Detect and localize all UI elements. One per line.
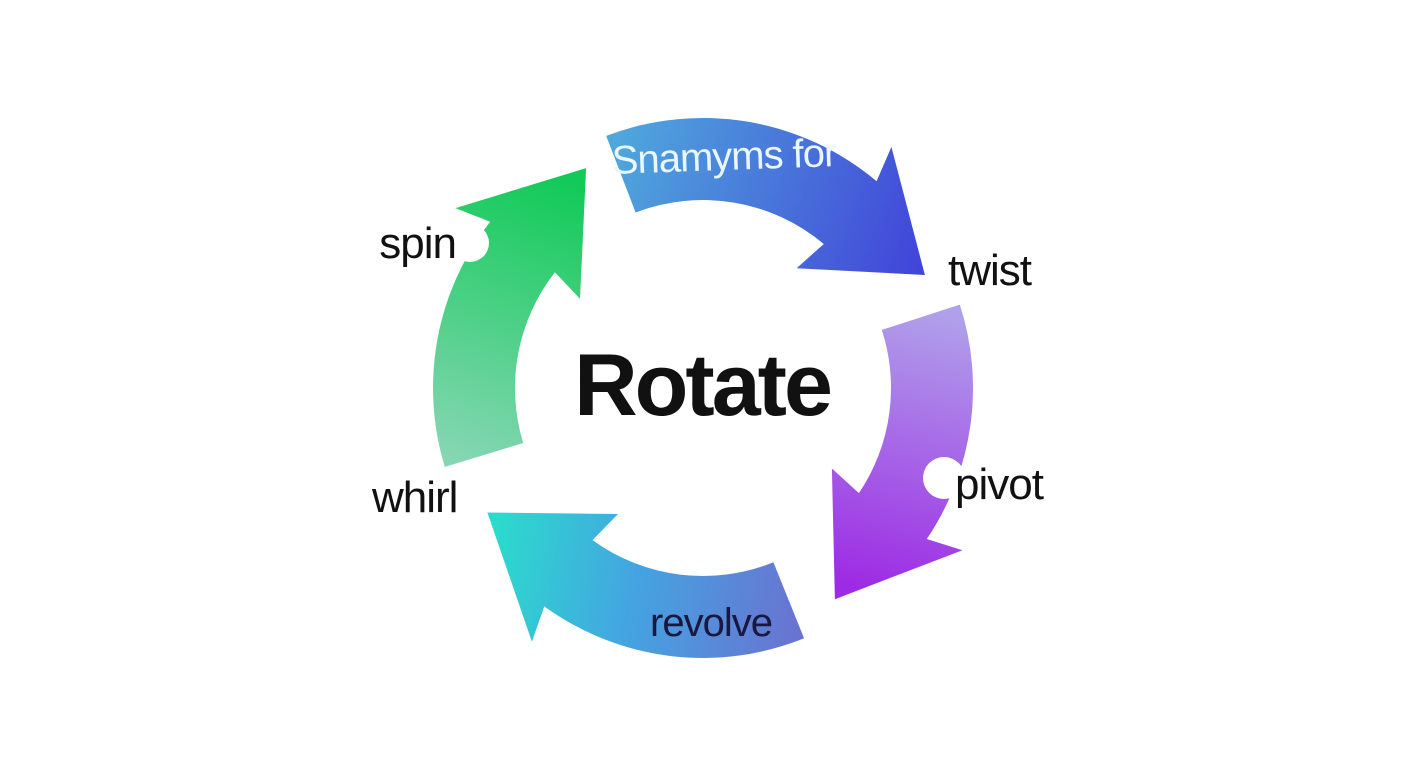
label-revolve: revolve xyxy=(650,601,772,645)
center-word: Rotate xyxy=(574,335,830,434)
arrow-notch-spin xyxy=(451,224,489,262)
banner-text: Snamyms for xyxy=(611,131,838,183)
arrow-notch-pivot xyxy=(923,457,965,499)
arrow-left xyxy=(433,168,587,467)
label-spin: spin xyxy=(379,219,456,268)
arrow-bottom xyxy=(487,512,805,658)
arrow-top xyxy=(606,117,925,275)
label-whirl: whirl xyxy=(371,473,457,522)
label-pivot: pivot xyxy=(955,460,1044,509)
label-twist: twist xyxy=(948,246,1032,295)
arrow-right xyxy=(831,304,973,600)
